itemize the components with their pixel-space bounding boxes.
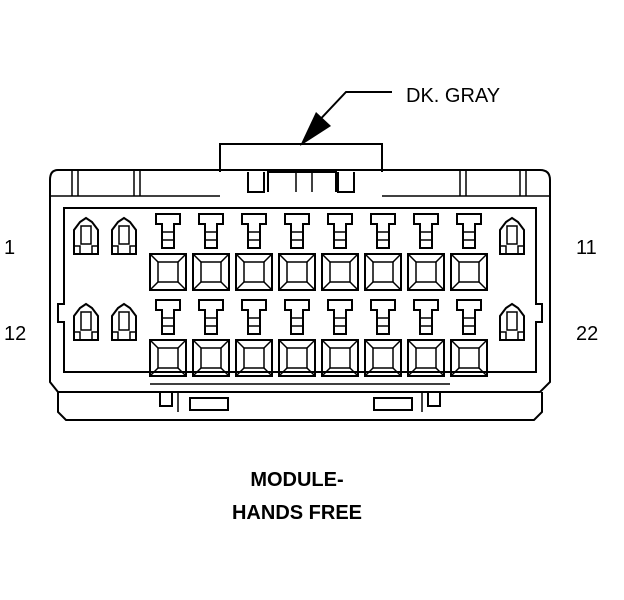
pin-cavity-13 xyxy=(111,302,137,341)
pin-cavity-10 xyxy=(450,213,488,291)
pin-cavity-22 xyxy=(499,302,525,341)
pin-cavity-5 xyxy=(235,213,273,291)
pin-cavity-19 xyxy=(364,299,402,377)
pin-cavity-3 xyxy=(149,213,187,291)
callout-leader xyxy=(300,91,392,146)
caption-line-2: HANDS FREE xyxy=(232,502,362,524)
pin-cavity-12 xyxy=(73,302,99,341)
pin-cavity-6 xyxy=(278,213,316,291)
pin-cavity-11 xyxy=(499,216,525,255)
pin-cavity-2 xyxy=(111,216,137,255)
pin-cavity-7 xyxy=(321,213,359,291)
pin-label-1: 1 xyxy=(4,237,15,259)
pin-cavity-18 xyxy=(321,299,359,377)
pin-cavities xyxy=(73,213,525,377)
pin-cavity-8 xyxy=(364,213,402,291)
pin-cavity-15 xyxy=(192,299,230,377)
caption-line-1: MODULE- xyxy=(250,469,343,491)
connector-housing xyxy=(49,143,551,421)
pin-label-11: 11 xyxy=(576,237,597,259)
pin-cavity-1 xyxy=(73,216,99,255)
pin-cavity-20 xyxy=(407,299,445,377)
pin-label-12: 12 xyxy=(4,323,26,345)
pin-cavity-9 xyxy=(407,213,445,291)
pin-cavity-14 xyxy=(149,299,187,377)
wire-color-label: DK. GRAY xyxy=(406,85,500,107)
pin-cavity-16 xyxy=(235,299,273,377)
pin-cavity-4 xyxy=(192,213,230,291)
pin-cavity-21 xyxy=(450,299,488,377)
pin-label-22: 22 xyxy=(576,323,598,345)
pin-cavity-17 xyxy=(278,299,316,377)
